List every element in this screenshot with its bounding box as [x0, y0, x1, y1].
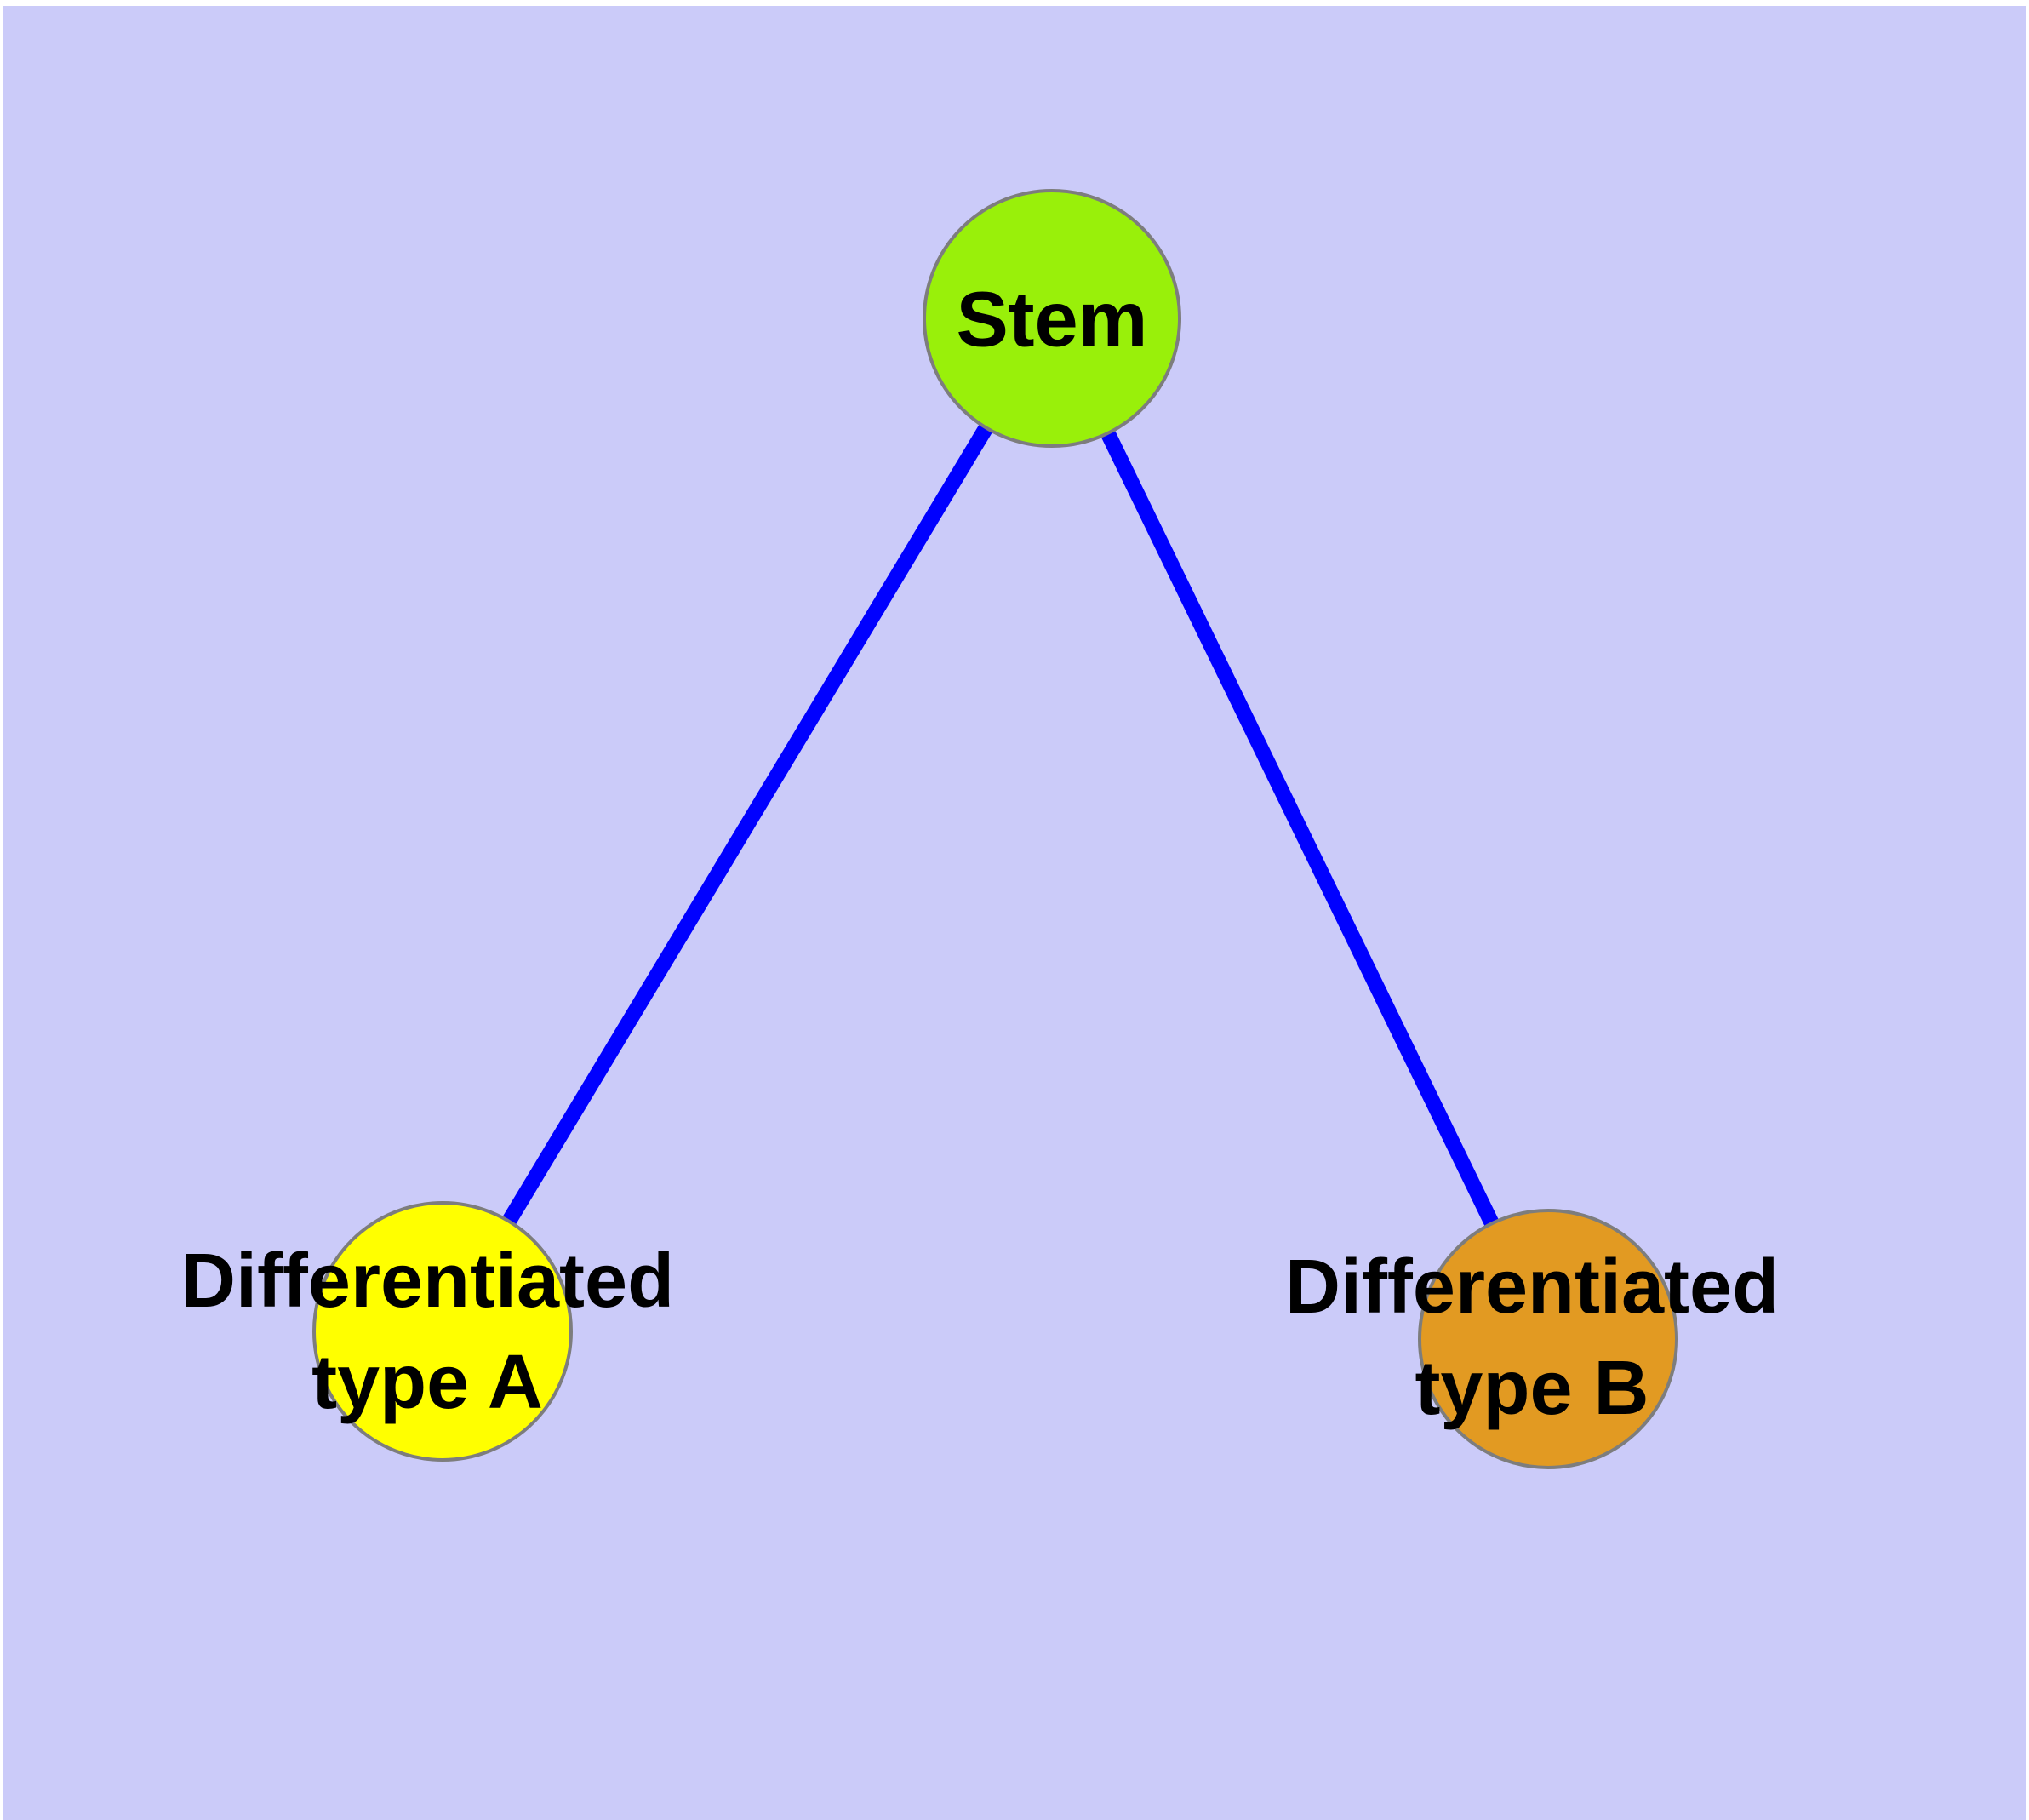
edge-stem-to-type-a [436, 314, 1059, 1336]
node-stem [923, 189, 1181, 448]
node-differentiated-type-a [312, 1201, 573, 1462]
edge-stem-to-type-b [1044, 315, 1556, 1342]
node-differentiated-type-b [1418, 1209, 1678, 1469]
